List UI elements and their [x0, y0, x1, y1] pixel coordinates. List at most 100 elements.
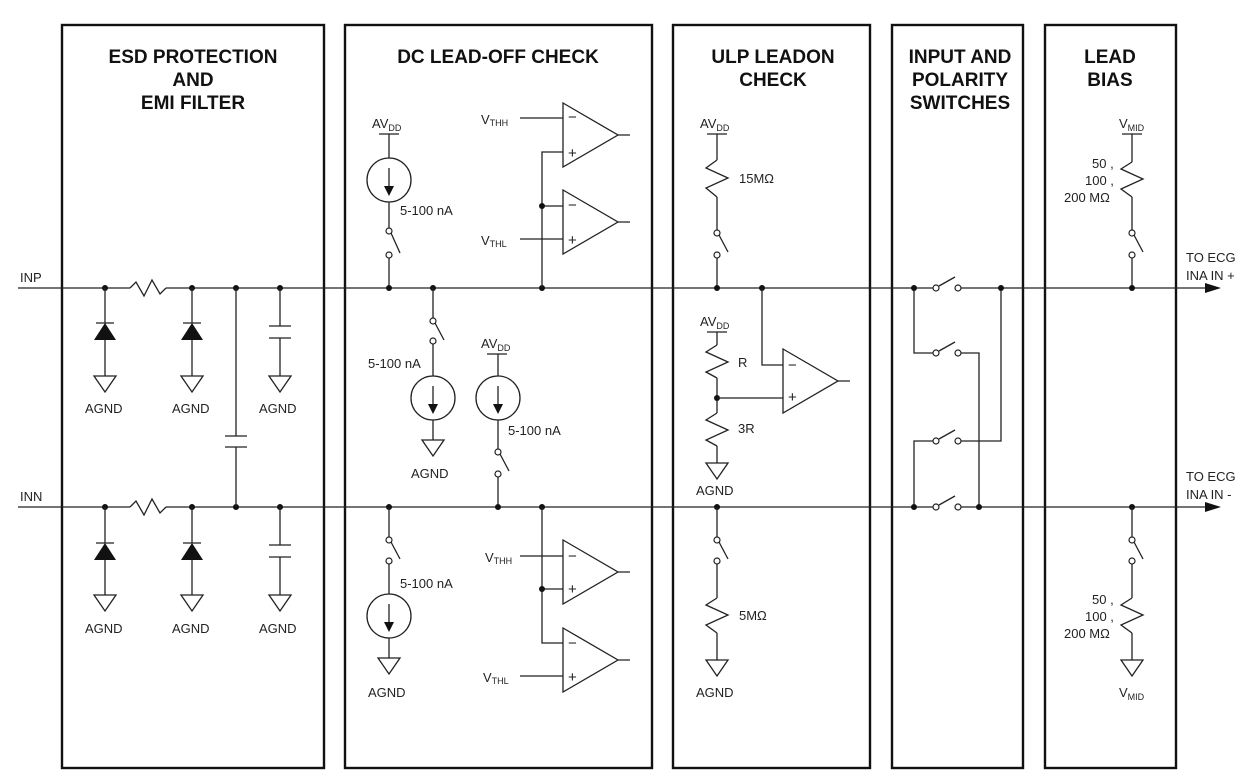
svg-text:AVDD: AVDD [700, 314, 730, 331]
lead-bias-inn [1119, 504, 1145, 678]
agnd-icon [420, 439, 446, 458]
svg-text:VMID: VMID [1119, 116, 1145, 133]
svg-text:AVDD: AVDD [481, 336, 511, 353]
switch-icon [932, 284, 940, 292]
ulp-pullup-inp: AVDD [700, 116, 730, 291]
arrow-out-neg-icon [1205, 502, 1221, 512]
block-lead-bias [1043, 23, 1178, 770]
input-title-3: SWITCHES [910, 93, 1010, 114]
vmid-label: VMID [1119, 685, 1145, 702]
r-label: R [738, 355, 747, 370]
comparator-icon [562, 101, 620, 169]
resistor-icon [704, 597, 730, 634]
esd-cap-inn [269, 504, 291, 595]
agnd-label: AGND [411, 466, 449, 481]
arrow-out-pos-icon [1205, 283, 1221, 293]
esd-diode-inn-1 [94, 504, 116, 595]
switch-icon [713, 536, 721, 544]
agnd-icon [92, 375, 118, 394]
out-pos-label-1: TO ECG [1186, 250, 1236, 265]
bias-r-label-2: 100 , [1085, 609, 1114, 624]
inp-label: INP [20, 270, 42, 285]
r3-label: 3R [738, 421, 755, 436]
agnd-icon [92, 594, 118, 613]
ulp-pulldown-inn [704, 504, 730, 678]
current-label: 5-100 nA [508, 423, 561, 438]
block-input-polarity [890, 23, 1025, 770]
comparator-icon [782, 347, 840, 415]
out-neg-label-2: INA IN - [1186, 487, 1232, 502]
svg-text:−: − [568, 109, 577, 126]
vthl-label: VTHL [483, 670, 509, 686]
bias-r-label-3: 200 MΩ [1064, 190, 1110, 205]
esd-title-2: AND [172, 70, 213, 91]
current-label: 5-100 nA [400, 576, 453, 591]
comparator-icon [562, 538, 620, 606]
agnd-icon [704, 462, 730, 481]
switch-icon [713, 229, 721, 237]
out-pos-label-2: INA IN + [1186, 268, 1235, 283]
agnd-icon [704, 659, 730, 678]
dc-pulldown-inp [410, 285, 456, 458]
current-source-icon [366, 157, 412, 203]
ulp-title-2: CHECK [739, 70, 807, 91]
agnd-label: AGND [696, 483, 734, 498]
agnd-label: AGND [259, 401, 297, 416]
svg-text:+: + [568, 581, 577, 598]
svg-text:+: + [568, 232, 577, 249]
current-source-icon [366, 593, 412, 639]
agnd-icon [179, 594, 205, 613]
agnd-icon [179, 375, 205, 394]
agnd-label: AGND [696, 685, 734, 700]
current-source-icon [475, 375, 521, 421]
vthh-label: VTHH [485, 550, 512, 566]
esd-resistor-inp [129, 278, 167, 298]
current-source-icon [410, 375, 456, 421]
esd-diode-inp-2 [181, 285, 203, 376]
dc-pullup-inp: AVDD [366, 116, 412, 291]
esd-diode-inp-1 [94, 285, 116, 376]
svg-text:AVDD: AVDD [372, 116, 402, 133]
agnd-icon [376, 657, 402, 676]
svg-text:−: − [568, 635, 577, 652]
input-title-2: POLARITY [912, 70, 1008, 91]
svg-text:−: − [568, 548, 577, 565]
switch-icon [932, 349, 940, 357]
vthl-label: VTHL [481, 233, 507, 249]
bias-title-2: BIAS [1087, 70, 1132, 91]
resistor-icon [1119, 161, 1145, 198]
block-esd-protection [60, 23, 326, 770]
resistor-icon [704, 159, 730, 198]
dc-pullup-inn: AVDD [475, 336, 521, 510]
esd-title-1: ESD PROTECTION [109, 47, 278, 68]
r15m-label: 15MΩ [739, 171, 774, 186]
switch-icon [1128, 229, 1136, 237]
comparator-icon [562, 626, 620, 694]
esd-cap-inp [269, 285, 291, 376]
bias-r-label-1: 50 , [1092, 592, 1114, 607]
comparator-icon [562, 188, 620, 256]
esd-diode-inn-2 [181, 504, 203, 595]
agnd-label: AGND [85, 621, 123, 636]
block-ulp-leadon [671, 23, 872, 770]
input-title-1: INPUT AND [909, 47, 1012, 68]
svg-text:+: + [568, 669, 577, 686]
agnd-icon [267, 594, 293, 613]
r5m-label: 5MΩ [739, 608, 767, 623]
agnd-label: AGND [85, 401, 123, 416]
agnd-label: AGND [259, 621, 297, 636]
switch-icon [932, 437, 940, 445]
agnd-label: AGND [172, 401, 210, 416]
switch-icon [494, 448, 502, 456]
svg-text:−: − [788, 357, 797, 374]
dc-comparators-inp: − + − + [520, 101, 630, 291]
svg-text:AVDD: AVDD [700, 116, 730, 133]
esd-title-3: EMI FILTER [141, 93, 245, 114]
current-label: 5-100 nA [400, 203, 453, 218]
bias-r-label-2: 100 , [1085, 173, 1114, 188]
bias-r-label-3: 200 MΩ [1064, 626, 1110, 641]
switch-icon [385, 227, 393, 235]
vmid-ground-icon [1119, 659, 1145, 678]
svg-text:−: − [568, 197, 577, 214]
